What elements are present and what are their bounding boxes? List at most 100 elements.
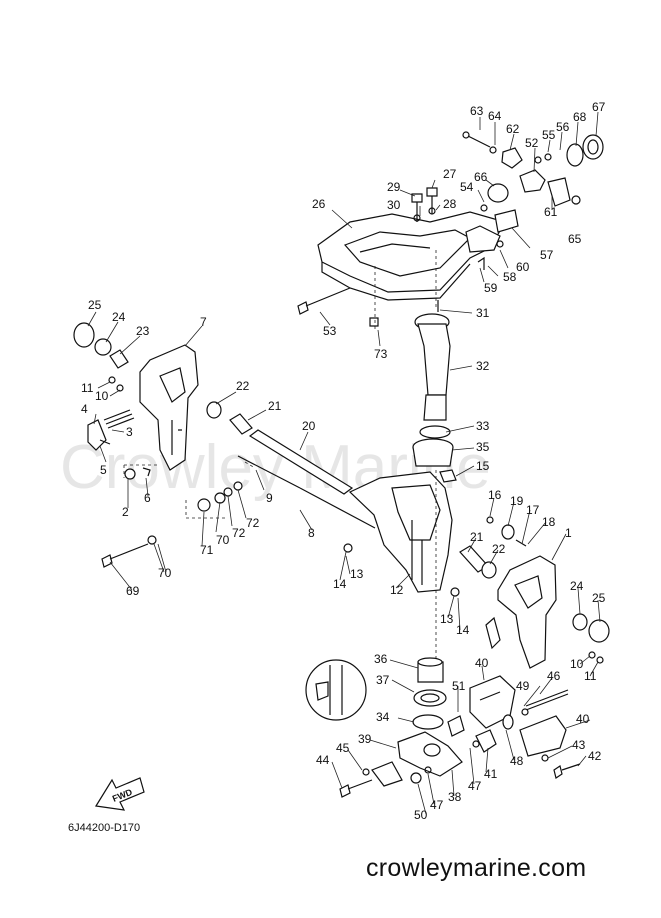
callout-label: 52	[525, 136, 539, 150]
fwd-arrow-icon: FWD	[95, 777, 145, 811]
callout-label: 62	[506, 122, 520, 136]
callout-label: 66	[474, 170, 488, 184]
callout-label: 5	[100, 463, 107, 477]
callout-label: 13	[440, 612, 454, 626]
callout-label: 54	[460, 180, 474, 194]
callout-label: 10	[95, 389, 109, 403]
callout-label: 23	[136, 324, 150, 338]
callout-label: 14	[456, 623, 470, 637]
callout-label: 67	[592, 100, 606, 114]
callout-label: 40	[475, 656, 489, 670]
callout-label: 21	[268, 399, 282, 413]
bolt-set-27-30	[411, 187, 438, 222]
callout-label: 70	[158, 566, 172, 580]
callout-label: 32	[476, 359, 490, 373]
callout-label: 39	[358, 732, 372, 746]
callout-label: 72	[246, 516, 260, 530]
callout-label: 11	[81, 381, 94, 395]
seal-detail-inset	[305, 659, 367, 721]
callout-label: 49	[516, 679, 530, 693]
callout-label: 57	[540, 248, 554, 262]
callout-label: 3	[126, 425, 133, 439]
callout-label: 73	[374, 347, 388, 361]
leader-lines	[87, 111, 601, 815]
callout-label: 35	[476, 440, 490, 454]
callout-label: 48	[510, 754, 524, 768]
callout-label: 65	[568, 232, 582, 246]
callout-label: 11	[584, 669, 597, 683]
callout-label: 25	[592, 591, 606, 605]
left-clamp-bracket	[73, 322, 222, 480]
callout-label: 12	[390, 583, 404, 597]
callout-label: 30	[387, 198, 401, 212]
callout-label: 19	[510, 494, 524, 508]
callout-label: 37	[376, 673, 390, 687]
callout-label: 47	[468, 779, 482, 793]
callout-label: 33	[476, 419, 490, 433]
callout-label: 20	[302, 419, 316, 433]
callout-label: 64	[488, 109, 502, 123]
callout-label: 44	[316, 753, 330, 767]
callout-label: 27	[443, 167, 457, 181]
callout-label: 24	[570, 579, 584, 593]
steering-arm-bracket	[317, 211, 506, 301]
friction-assembly-top-right	[462, 131, 604, 270]
callout-label: 60	[516, 260, 530, 274]
tilt-shafts	[185, 413, 376, 529]
callout-label: 72	[232, 526, 246, 540]
callout-label: 17	[526, 503, 540, 517]
callout-label: 22	[236, 379, 250, 393]
callout-label: 24	[112, 310, 126, 324]
swivel-bracket	[343, 470, 460, 660]
callout-label: 22	[492, 542, 506, 556]
callout-label: 7	[200, 315, 207, 329]
callout-label: 70	[216, 533, 230, 547]
callout-label: 50	[414, 808, 428, 822]
bolt-53-nut-73	[297, 287, 379, 327]
callout-label: 18	[542, 515, 556, 529]
callout-numbers: 63 64 62 55 56 68 67 52 66 61 65 29 27 3…	[81, 100, 606, 822]
callout-label: 9	[266, 491, 273, 505]
callout-label: 71	[200, 543, 214, 557]
washer-nut-set-70-72	[101, 481, 243, 568]
callout-label: 2	[122, 505, 129, 519]
callout-label: 61	[544, 205, 558, 219]
callout-label: 40	[576, 712, 590, 726]
callout-label: 36	[374, 652, 388, 666]
lower-mount-parts	[339, 675, 581, 798]
callout-label: 58	[503, 270, 517, 284]
callout-label: 15	[476, 459, 490, 473]
callout-label: 55	[542, 128, 556, 142]
callout-label: 38	[448, 790, 462, 804]
callout-label: 69	[126, 584, 140, 598]
callout-label: 43	[572, 738, 586, 752]
callout-label: 13	[350, 567, 364, 581]
callout-label: 42	[588, 749, 602, 763]
callout-label: 51	[452, 679, 466, 693]
callout-label: 28	[443, 197, 457, 211]
callout-label: 29	[387, 180, 401, 194]
callout-label: 59	[484, 281, 498, 295]
callout-label: 68	[573, 110, 587, 124]
callout-label: 34	[376, 710, 390, 724]
lower-bushings	[412, 657, 447, 730]
callout-label: 46	[547, 669, 561, 683]
callout-label: 56	[556, 120, 570, 134]
callout-label: 63	[470, 104, 484, 118]
callout-label: 41	[484, 767, 498, 781]
callout-label: 25	[88, 298, 102, 312]
site-url[interactable]: crowleymarine.com	[366, 854, 587, 882]
callout-label: 1	[565, 526, 572, 540]
callout-label: 6	[144, 491, 151, 505]
callout-label: 45	[336, 741, 350, 755]
diagram-code: 6J44200-D170	[68, 822, 141, 834]
callout-label: 47	[430, 798, 444, 812]
callout-label: 21	[470, 530, 484, 544]
callout-label: 10	[570, 657, 584, 671]
right-clamp-bracket	[485, 555, 610, 669]
callout-label: 31	[476, 306, 490, 320]
callout-label: 26	[312, 197, 326, 211]
callout-label: 16	[488, 488, 502, 502]
